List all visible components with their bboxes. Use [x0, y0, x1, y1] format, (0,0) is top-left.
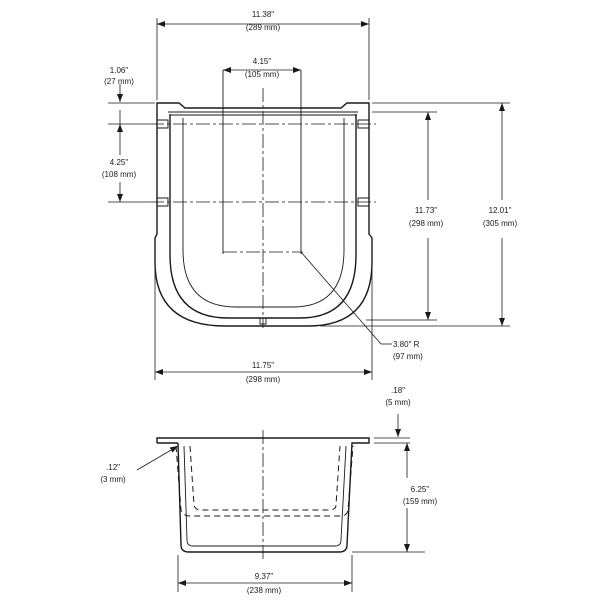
section-view [156, 430, 370, 560]
inner-basin-outer [169, 114, 357, 319]
flange-offset-mm: (27 mm) [104, 77, 134, 86]
wall-thickness-inches: .12" [106, 463, 120, 472]
section-view-dimensions: .18" (5 mm) 6.25" (159 mm) .12" (3 mm) 9… [100, 386, 437, 595]
corner-radius-inches: 3.80" R [393, 340, 420, 349]
section-outer-wall [177, 442, 364, 553]
inner-span-inches: 4.15" [253, 57, 272, 66]
inner-basin-inner [182, 118, 345, 308]
hidden-outline-outer [175, 445, 354, 517]
corner-radius-mm: (97 mm) [393, 352, 423, 361]
overall-width-inches: 11.38" [252, 10, 274, 19]
inner-length-inches: 11.73" [415, 206, 437, 215]
top-view-dimensions: 11.38" (289 mm) 4.15" (105 mm) 1.06" (27… [102, 10, 518, 384]
wall-thickness-leader [136, 445, 179, 471]
depth-inches: 6.25" [411, 485, 430, 494]
section-bottom-width-inches: 9.37" [255, 572, 274, 581]
inner-length-mm: (298 mm) [409, 219, 444, 228]
overall-length-inches: 12.01" [489, 206, 512, 215]
bottom-width-inches: 11.75" [252, 361, 274, 370]
top-view [150, 70, 376, 328]
slot-spacing-inches: 4.25" [110, 158, 129, 167]
top-view-outer-outline [154, 102, 373, 327]
flange-thickness-mm: (5 mm) [385, 398, 411, 407]
wall-thickness-mm: (3 mm) [100, 475, 126, 484]
inner-span-mm: (105 mm) [245, 70, 280, 79]
bottom-width-mm: (298 mm) [246, 375, 281, 384]
hidden-outline-inner [189, 445, 341, 511]
overall-width-mm: (289 mm) [246, 23, 281, 32]
section-bottom-width-mm: (238 mm) [247, 586, 282, 595]
depth-mm: (159 mm) [403, 497, 438, 506]
section-inner-wall [183, 445, 347, 547]
flange-thickness-inches: .18" [391, 386, 405, 395]
overall-length-mm: (305 mm) [483, 219, 518, 228]
slot-spacing-mm: (108 mm) [102, 170, 137, 179]
radius-leader [300, 251, 382, 345]
section-flange [156, 437, 370, 444]
flange-offset-inches: 1.06" [110, 66, 129, 75]
